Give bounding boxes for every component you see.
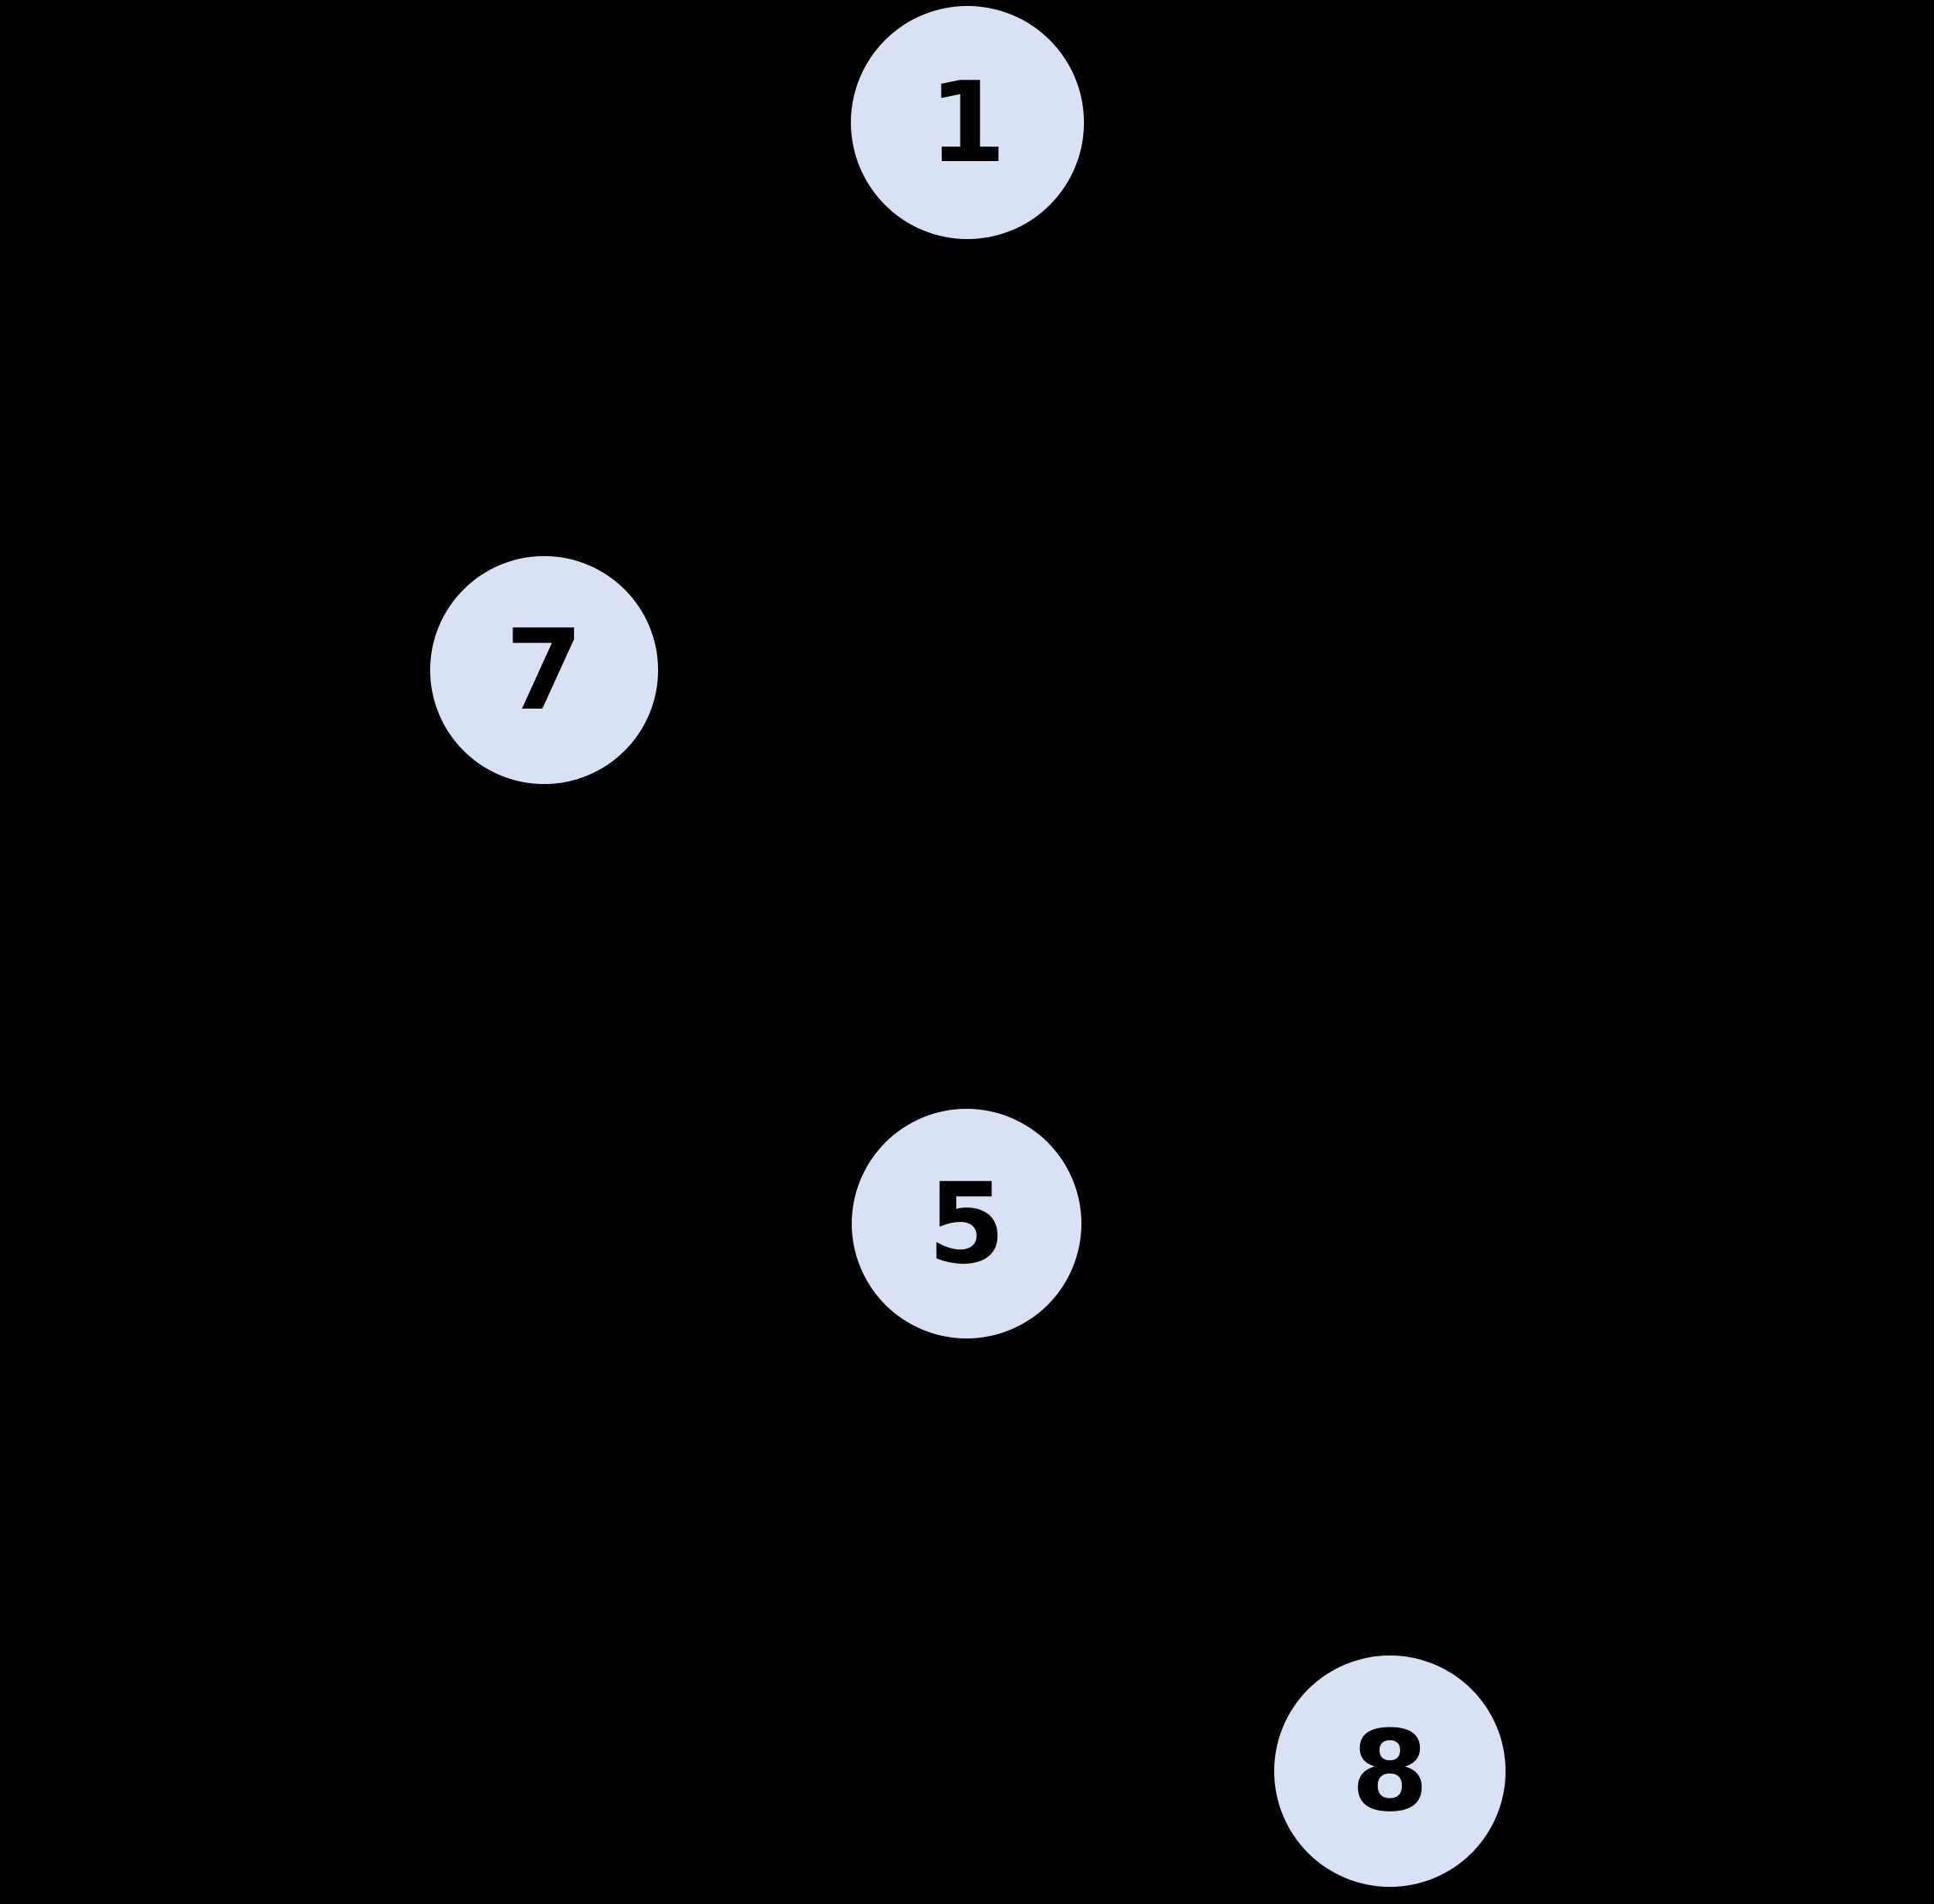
- graph-node-8: 8: [1274, 1656, 1506, 1887]
- node-label: 5: [927, 1159, 1006, 1289]
- node-label: 8: [1350, 1706, 1429, 1836]
- node-label: 7: [505, 605, 584, 735]
- node-label: 1: [928, 57, 1007, 188]
- graph-node-7: 7: [430, 556, 658, 784]
- graph-node-5: 5: [852, 1109, 1081, 1338]
- graph-node-1: 1: [851, 6, 1084, 239]
